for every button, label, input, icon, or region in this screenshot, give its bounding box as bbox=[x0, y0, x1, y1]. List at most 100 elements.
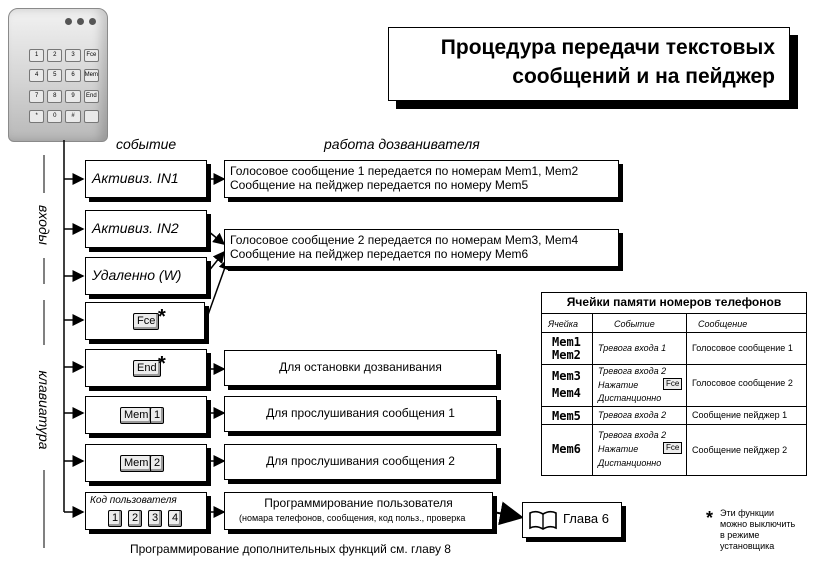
device-key: # bbox=[65, 109, 81, 123]
footnote-line: Эти функции bbox=[720, 508, 775, 518]
action-in1-line1: Голосовое сообщение 1 передается по номе… bbox=[230, 164, 579, 178]
title-panel: Процедура передачи текстовых сообщений и… bbox=[388, 27, 790, 101]
group-label-keyboard: клавиатура bbox=[36, 370, 52, 450]
mem-key: Mem bbox=[120, 407, 153, 424]
dialer-column-header: работа дозванивателя bbox=[324, 136, 480, 152]
chapter-label: Глава 6 bbox=[563, 511, 609, 526]
footnote-line: в режиме bbox=[720, 530, 760, 540]
event-column-header: событие bbox=[116, 136, 177, 152]
message-text: Голосовое сообщение 2 bbox=[692, 378, 793, 388]
memory-table: Ячейки памяти номеров телефонов Ячейка С… bbox=[541, 292, 807, 476]
event-user-code: Код пользователя 1 2 3 4 bbox=[85, 492, 207, 530]
event-text: Тревога входа 2 bbox=[598, 366, 667, 376]
action-listen2: Для прослушивания сообщения 2 bbox=[224, 444, 497, 480]
event-in2-label: Активиз. IN2 bbox=[92, 220, 179, 236]
code-key: 3 bbox=[148, 510, 163, 527]
device-key: 8 bbox=[47, 89, 63, 103]
event-in1-label: Активиз. IN1 bbox=[92, 170, 179, 186]
digit-key: 1 bbox=[150, 407, 165, 424]
title-line-1: Процедура передачи текстовых bbox=[440, 36, 775, 59]
footer-note: Программирование дополнительных функций … bbox=[130, 542, 451, 556]
code-key: 2 bbox=[128, 510, 143, 527]
device-key: 0 bbox=[47, 109, 63, 123]
device-key bbox=[83, 109, 99, 123]
event-mem2: Mem 2 bbox=[85, 444, 207, 482]
fce-key: Fce bbox=[133, 313, 160, 330]
memory-cell: Mem4 bbox=[552, 386, 581, 400]
event-text: Тревога входа 2 bbox=[598, 410, 667, 420]
device-key: 7 bbox=[29, 89, 45, 103]
event-end: End * bbox=[85, 349, 207, 387]
device-key: 1 bbox=[29, 49, 45, 62]
memory-cell: Mem6 bbox=[552, 442, 581, 456]
event-text: Нажатие bbox=[598, 444, 639, 454]
device-key: 9 bbox=[65, 89, 81, 103]
action-programming: Программирование пользователя (номара те… bbox=[224, 492, 493, 530]
device-key: End bbox=[83, 89, 99, 103]
event-fce: Fce * bbox=[85, 302, 205, 340]
column-header-message: Сообщение bbox=[698, 319, 748, 329]
column-header-cell: Ячейка bbox=[548, 319, 579, 329]
action-in1: Голосовое сообщение 1 передается по номе… bbox=[224, 160, 619, 198]
fce-key: Fce bbox=[663, 442, 683, 454]
event-text: Дистанционно bbox=[598, 458, 662, 468]
memory-cell: Mem3 bbox=[552, 369, 581, 383]
star-mark: * bbox=[158, 353, 166, 375]
footnote-text: Эти функции можно выключить в режиме уст… bbox=[720, 508, 795, 552]
column-header-event: Событие bbox=[614, 319, 655, 329]
event-mem1: Mem 1 bbox=[85, 396, 207, 434]
memory-cell: Mem5 bbox=[552, 409, 581, 423]
action-stop: Для остановки дозванивания bbox=[224, 350, 497, 386]
footnote-star: * bbox=[706, 508, 714, 528]
device-key: * bbox=[29, 109, 45, 123]
event-text: Дистанционно bbox=[598, 393, 662, 403]
led-indicator bbox=[89, 18, 96, 25]
device-key: Mem bbox=[83, 69, 99, 83]
event-in2: Активиз. IN2 bbox=[85, 210, 207, 248]
digit-key: 2 bbox=[150, 455, 165, 472]
event-text: Тревога входа 2 bbox=[598, 430, 667, 440]
device-keypad: 1 2 3 Fce 4 5 6 Mem 7 8 9 End * 0 # bbox=[29, 49, 99, 127]
chapter-6-box: Глава 6 bbox=[522, 502, 622, 538]
device-key: 5 bbox=[47, 69, 63, 83]
message-text: Сообщение пейджер 2 bbox=[692, 445, 788, 455]
device-key: 2 bbox=[47, 49, 63, 62]
user-code-label: Код пользователя bbox=[90, 495, 177, 506]
mem-key: Mem bbox=[120, 455, 153, 472]
code-key: 1 bbox=[108, 510, 123, 527]
action-stop-label: Для остановки дозванивания bbox=[279, 360, 442, 374]
led-indicator bbox=[65, 18, 72, 25]
device-key: Fce bbox=[83, 49, 99, 62]
action-in1-line2: Сообщение на пейджер передается по номер… bbox=[230, 178, 529, 192]
footnote-line: можно выключить bbox=[720, 519, 796, 529]
code-key: 4 bbox=[168, 510, 183, 527]
title-line-2: сообщений и на пейджер bbox=[512, 65, 775, 88]
footnote-line: установщика bbox=[720, 541, 775, 551]
event-in1: Активиз. IN1 bbox=[85, 160, 207, 198]
action-in2-line2: Сообщение на пейджер передается по номер… bbox=[230, 247, 529, 261]
device-key: 3 bbox=[65, 49, 81, 62]
event-remote-label: Удаленно (W) bbox=[92, 267, 182, 283]
memory-cell: Mem2 bbox=[552, 348, 581, 362]
end-key: End bbox=[133, 360, 161, 377]
led-indicator bbox=[77, 18, 84, 25]
device-key: 6 bbox=[65, 69, 81, 83]
action-listen1-label: Для прослушивания сообщения 1 bbox=[266, 406, 455, 420]
book-icon bbox=[529, 510, 557, 530]
action-in2: Голосовое сообщение 2 передается по номе… bbox=[224, 229, 619, 267]
action-listen2-label: Для прослушивания сообщения 2 bbox=[266, 454, 455, 468]
event-text: Нажатие bbox=[598, 380, 639, 390]
action-programming-line1: Программирование пользователя bbox=[264, 496, 453, 510]
table-title: Ячейки памяти номеров телефонов bbox=[566, 295, 782, 309]
action-programming-line2: (номара телефонов, сообщения, код польз.… bbox=[239, 513, 466, 523]
message-text: Сообщение пейджер 1 bbox=[692, 410, 788, 420]
action-listen1: Для прослушивания сообщения 1 bbox=[224, 396, 497, 432]
device-key: 4 bbox=[29, 69, 45, 83]
group-label-inputs: входы bbox=[36, 205, 52, 245]
dialer-device-image: 1 2 3 Fce 4 5 6 Mem 7 8 9 End * 0 # bbox=[8, 8, 108, 142]
memory-cell: Mem1 bbox=[552, 335, 581, 349]
event-text: Тревога входа 1 bbox=[598, 343, 667, 353]
message-text: Голосовое сообщение 1 bbox=[692, 343, 793, 353]
fce-key: Fce bbox=[663, 378, 683, 390]
